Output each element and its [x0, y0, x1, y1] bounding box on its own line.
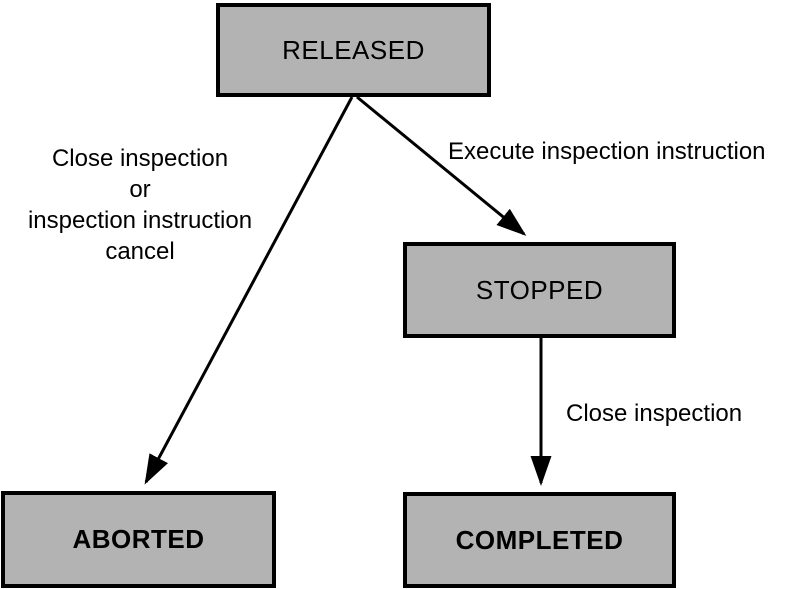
node-released: RELEASED [216, 3, 491, 97]
edge-label-released-to-stopped: Execute inspection instruction [448, 138, 766, 165]
node-stopped: STOPPED [403, 242, 676, 338]
node-completed: COMPLETED [403, 492, 676, 588]
node-aborted: ABORTED [1, 491, 276, 588]
edge-label-stopped-to-completed: Close inspection [566, 400, 743, 427]
edge-label-released-to-aborted: Close inspection or inspection instructi… [27, 145, 253, 265]
